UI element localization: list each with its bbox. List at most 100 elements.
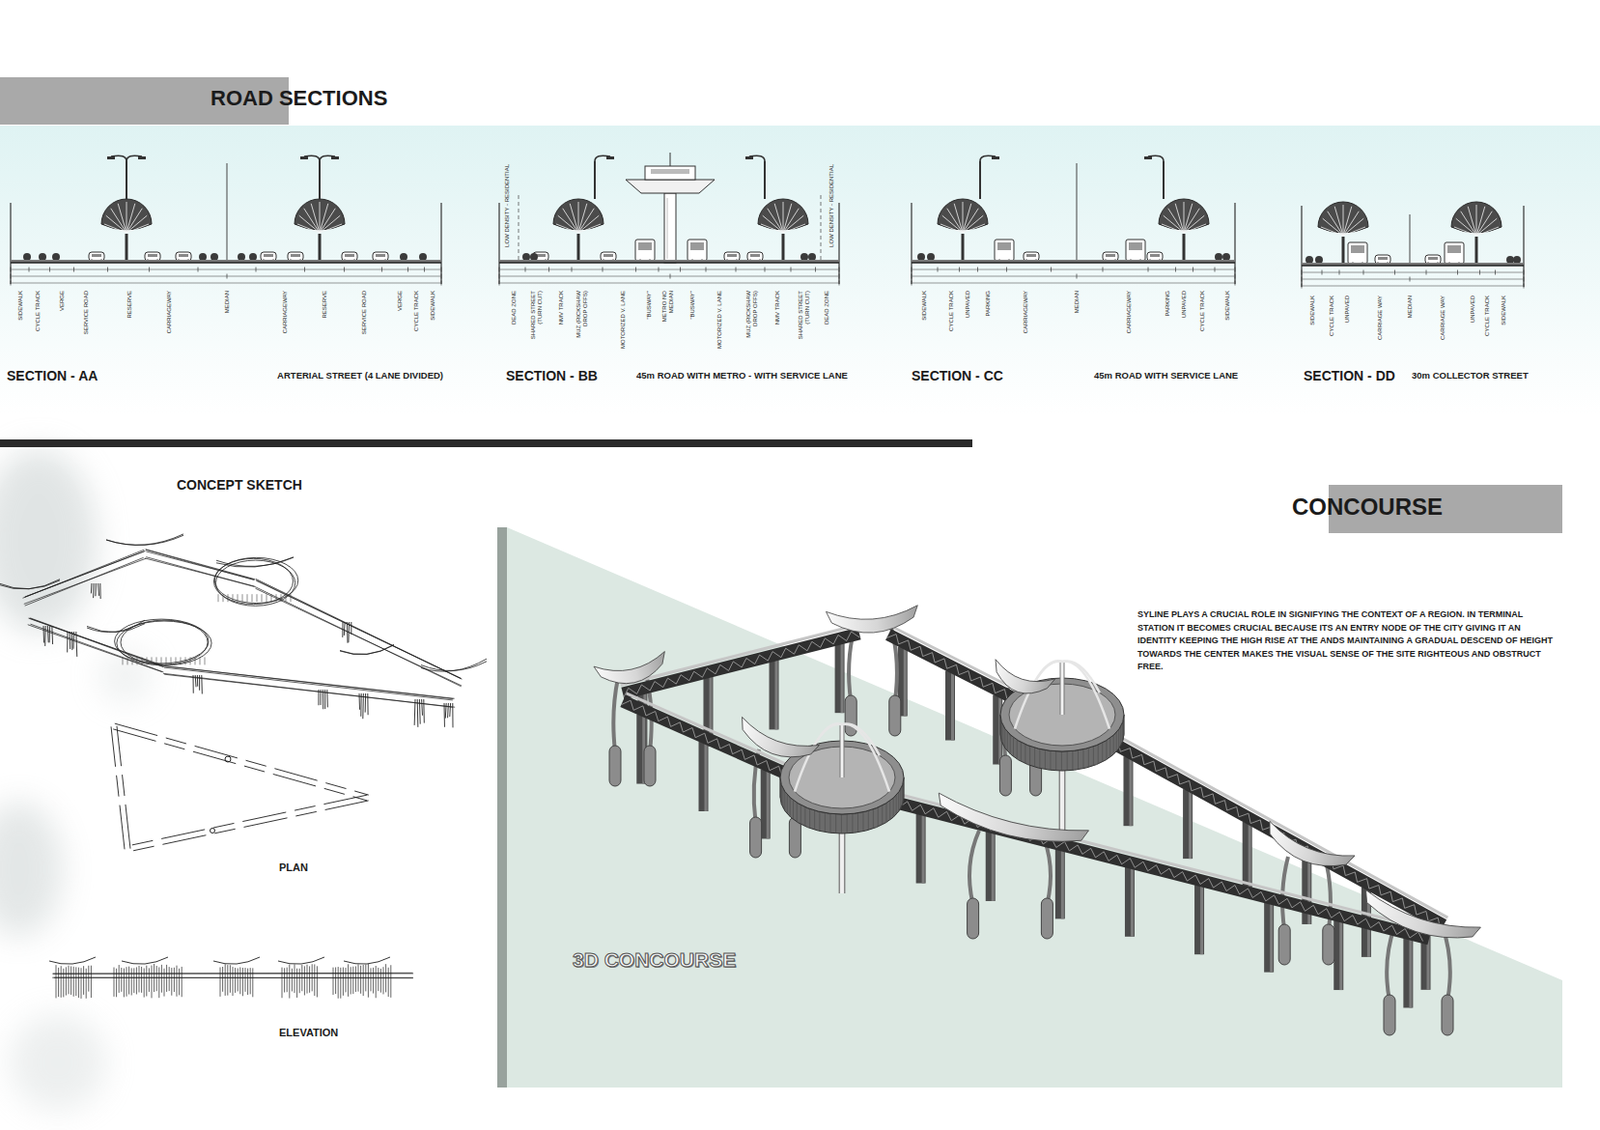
concept-sketch — [232, 966, 234, 996]
tree — [1476, 211, 1492, 236]
concept-sketch — [254, 586, 462, 686]
concept-sketch — [78, 967, 80, 998]
concept-sketch — [283, 967, 285, 992]
lane-label: MOTORIZED V. LANE — [619, 290, 627, 349]
concept-sketch — [316, 965, 318, 997]
dimension-tick — [1175, 267, 1177, 273]
dimension-tick — [839, 274, 841, 280]
tree — [304, 208, 320, 233]
circular-platform — [1077, 750, 1079, 770]
dimension-tick — [1235, 274, 1236, 280]
concept-sketch — [261, 593, 263, 602]
shrub — [1222, 252, 1231, 261]
dimension-tick — [10, 274, 12, 280]
circular-platform — [1024, 743, 1026, 763]
concept-sketch — [333, 967, 335, 995]
lane-label: DEAD ZONE — [823, 290, 831, 325]
circular-platform — [1020, 741, 1022, 761]
tree — [1343, 226, 1366, 236]
street-lamp — [745, 155, 765, 199]
tree — [106, 215, 127, 233]
circular-platform — [1010, 734, 1011, 755]
concept-sketch — [359, 693, 362, 710]
circular-platform — [835, 814, 837, 834]
concept-sketch — [83, 965, 85, 995]
shrub — [249, 252, 257, 261]
centre-line — [1409, 214, 1411, 266]
view-label: ELEVATION — [279, 1026, 338, 1039]
circular-platform — [851, 813, 853, 833]
dimension-line — [1302, 285, 1523, 287]
concept-sketch — [301, 964, 303, 991]
lane-label: CYCLE TRACK — [1199, 290, 1207, 332]
concept-sketch — [414, 699, 417, 726]
tree — [126, 224, 149, 233]
column — [835, 643, 845, 713]
concept-sketch — [346, 621, 349, 644]
street-lamp — [745, 156, 754, 160]
concept-sketch — [86, 623, 145, 633]
concept-sketch — [237, 968, 239, 992]
view-label: PLAN — [279, 861, 309, 874]
concept-sketch — [73, 966, 75, 997]
dimension-tick — [839, 280, 841, 286]
concept-sketch — [118, 964, 120, 993]
concept-sketch — [196, 674, 198, 687]
lane-label: SIDEWALK — [429, 290, 437, 321]
street-lamp — [1162, 161, 1165, 199]
dimension-tick — [790, 267, 792, 273]
tree — [126, 208, 142, 233]
concept-sketch — [148, 967, 150, 992]
street-lamp — [593, 161, 596, 199]
plan-outline — [116, 726, 131, 849]
circular-platform — [1038, 748, 1040, 768]
dimension-line — [11, 276, 441, 278]
concept-sketch — [220, 967, 222, 997]
column — [766, 768, 770, 839]
concept-sketch — [168, 966, 170, 991]
concept-sketch — [281, 967, 283, 999]
plan-outline — [111, 726, 125, 849]
concept-sketch — [256, 593, 258, 602]
metro-structure — [670, 152, 672, 167]
bus — [638, 242, 652, 251]
lane-label: SHARED STREET (TURN CUT) — [530, 290, 543, 341]
tree — [937, 198, 988, 263]
concept-sketch — [422, 699, 425, 724]
shrub — [237, 252, 246, 261]
tree — [783, 203, 792, 233]
concept-sketch — [224, 756, 231, 762]
tree — [1175, 203, 1184, 233]
circular-platform — [800, 804, 802, 824]
concept-sketch — [137, 656, 139, 665]
sheet-heading: CONCOURSE — [1291, 493, 1443, 521]
tree — [1183, 201, 1185, 233]
circular-platform — [872, 809, 874, 829]
tree — [578, 208, 594, 233]
concept-sketch — [69, 631, 71, 649]
tree — [1343, 211, 1359, 236]
tree — [1163, 215, 1184, 233]
lane-label: MUZ (RICKSHAW DROP OFFS) — [575, 290, 589, 339]
concept-sketch — [421, 699, 423, 716]
dimension-tick — [499, 267, 501, 273]
concept-sketch — [75, 966, 77, 996]
concept-sketch — [143, 967, 145, 997]
concept-sketch — [29, 623, 164, 673]
circular-platform — [841, 724, 844, 778]
plan-outline — [126, 794, 367, 846]
tree — [310, 203, 320, 233]
concept-sketch — [68, 965, 70, 995]
concept-sketch — [324, 689, 326, 709]
concept-sketch — [176, 965, 178, 997]
road-slab — [10, 259, 442, 263]
car — [263, 253, 274, 257]
sheet-heading: ROAD SECTIONS — [210, 85, 388, 111]
dimension-tick — [602, 267, 604, 273]
concept-sketch — [237, 593, 239, 602]
metro-structure — [625, 152, 715, 263]
concept-sketch — [362, 693, 365, 719]
concept-sketch — [164, 968, 166, 997]
circular-platform — [862, 812, 864, 832]
